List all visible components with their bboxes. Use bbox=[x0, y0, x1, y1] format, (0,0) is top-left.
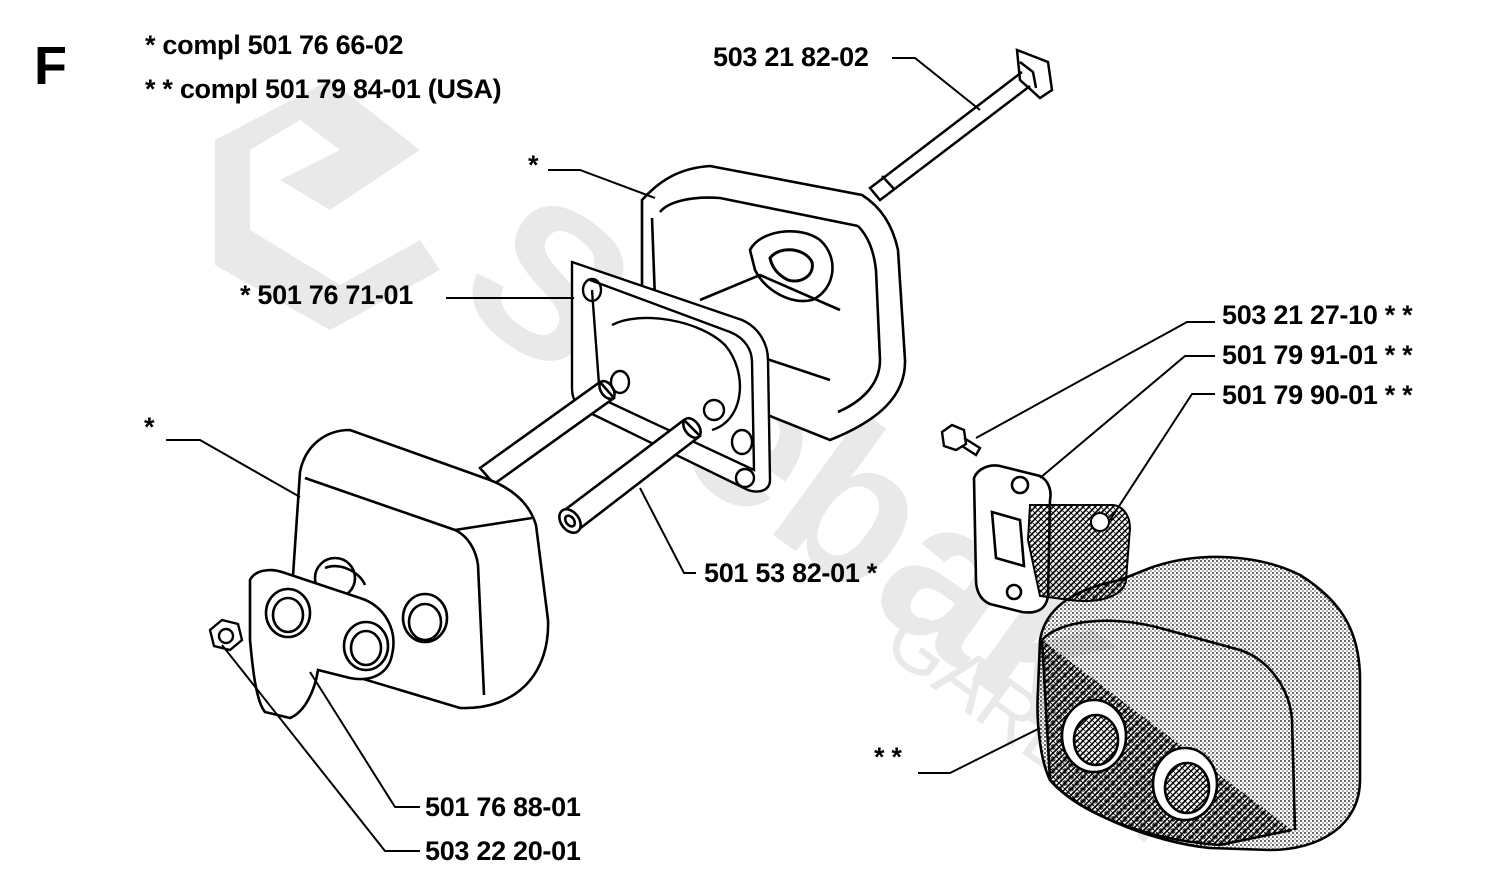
callout-cover-top-marker: * bbox=[528, 150, 539, 180]
callout-screw-small: 503 21 27-10 * * bbox=[1222, 300, 1413, 330]
leader-lines bbox=[166, 57, 1215, 852]
legend-single-star: * compl 501 76 66-02 bbox=[145, 30, 404, 60]
callout-bolt-long: 503 21 82-02 bbox=[713, 42, 869, 72]
long-bolt bbox=[868, 48, 1054, 202]
callout-plate-front: 501 76 88-01 bbox=[425, 792, 581, 822]
usa-muffler bbox=[1036, 555, 1362, 852]
callout-housing-left-marker: * bbox=[144, 412, 155, 442]
spacer-tubes bbox=[478, 379, 702, 535]
callout-tubes: 501 53 82-01 * bbox=[704, 558, 877, 588]
callout-gasket: * 501 76 71-01 bbox=[240, 280, 413, 310]
section-letter: F bbox=[34, 36, 67, 96]
gasket bbox=[570, 260, 772, 493]
callout-nut: 503 22 20-01 bbox=[425, 836, 581, 866]
nut bbox=[208, 618, 244, 652]
callout-plate-small: 501 79 91-01 * * bbox=[1222, 340, 1413, 370]
callout-screen: 501 79 90-01 * * bbox=[1222, 380, 1413, 410]
callout-muffler-usa-marker: * * bbox=[874, 742, 902, 772]
legend-double-star: * * compl 501 79 84-01 (USA) bbox=[145, 74, 502, 104]
front-plate bbox=[248, 564, 395, 720]
small-screw bbox=[940, 423, 982, 457]
